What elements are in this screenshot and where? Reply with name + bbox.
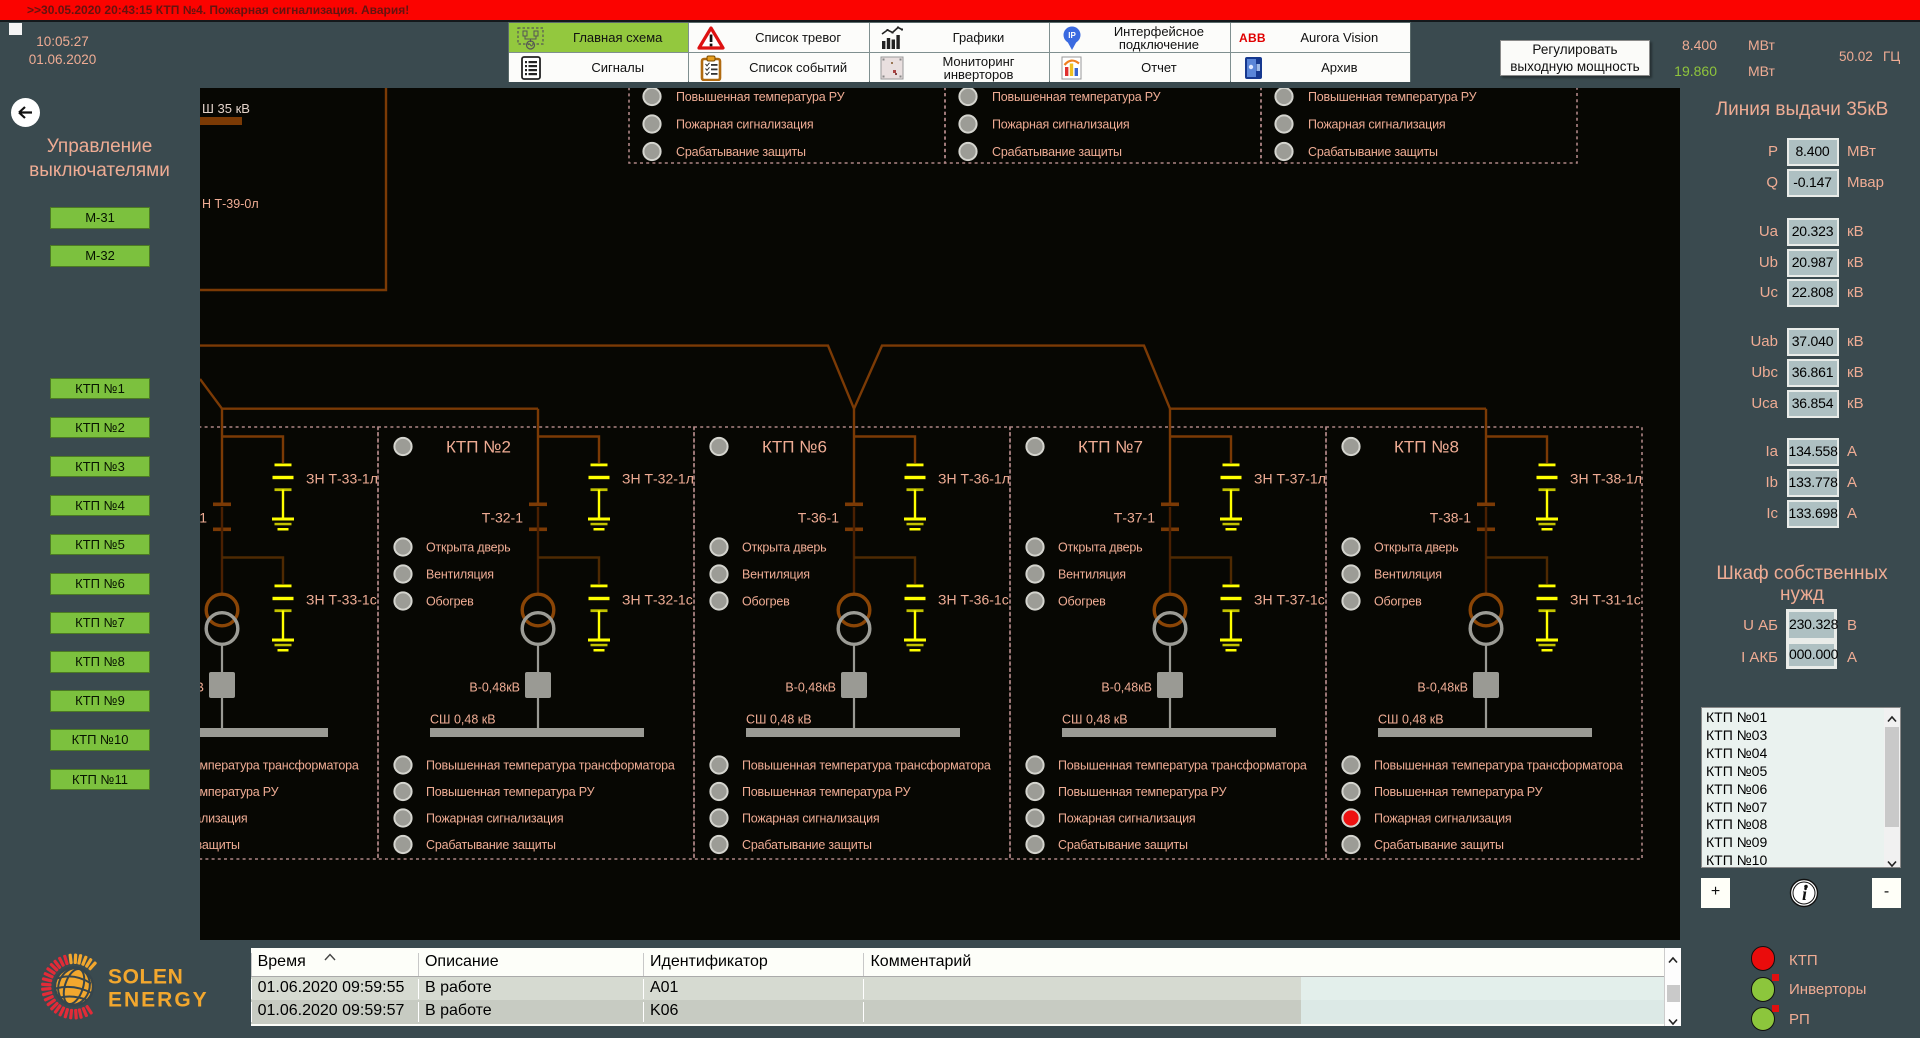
svg-text:ЗН Т-31-1с: ЗН Т-31-1с	[1570, 592, 1641, 608]
svg-text:Повышенная температура РУ: Повышенная температура РУ	[200, 785, 279, 799]
svg-text:Срабатывание защиты: Срабатывание защиты	[200, 838, 240, 852]
svg-text:Открыта дверь: Открыта дверь	[426, 541, 510, 555]
svg-text:Пожарная сигнализация: Пожарная сигнализация	[742, 812, 879, 826]
svg-text:СШ 0,48 кВ: СШ 0,48 кВ	[746, 713, 812, 727]
svg-text:Повышенная температура трансфо: Повышенная температура трансформатора	[1374, 759, 1623, 773]
svg-text:Вентиляция: Вентиляция	[1058, 568, 1126, 582]
svg-text:Обогрев: Обогрев	[742, 595, 790, 609]
svg-text:Вентиляция: Вентиляция	[1374, 568, 1442, 582]
svg-text:Повышенная температура РУ: Повышенная температура РУ	[992, 90, 1161, 104]
svg-text:ЗН Т-32-1л: ЗН Т-32-1л	[622, 471, 694, 487]
svg-text:В-0,48кВ: В-0,48кВ	[785, 681, 836, 695]
svg-text:ENERGY: ENERGY	[108, 989, 209, 1012]
svg-text:SOLEN: SOLEN	[108, 966, 183, 989]
svg-text:Ш 35 кВ: Ш 35 кВ	[202, 101, 250, 116]
svg-text:Обогрев: Обогрев	[1374, 595, 1422, 609]
svg-text:Срабатывание защиты: Срабатывание защиты	[676, 145, 806, 159]
svg-text:Срабатывание защиты: Срабатывание защиты	[1058, 838, 1188, 852]
svg-text:ЗН Т-36-1л: ЗН Т-36-1л	[938, 471, 1010, 487]
svg-text:В-0,48кВ: В-0,48кВ	[469, 681, 520, 695]
svg-text:В-0,48кВ: В-0,48кВ	[1417, 681, 1468, 695]
svg-text:i: i	[1802, 884, 1807, 904]
svg-text:ЗН Т-37-1с: ЗН Т-37-1с	[1254, 592, 1325, 608]
svg-text:КТП №6: КТП №6	[762, 438, 827, 457]
svg-text:СШ 0,48 кВ: СШ 0,48 кВ	[430, 713, 496, 727]
svg-text:Открыта дверь: Открыта дверь	[742, 541, 826, 555]
svg-text:Повышенная температура трансфо: Повышенная температура трансформатора	[200, 759, 359, 773]
svg-text:ЗН Т-32-1с: ЗН Т-32-1с	[622, 592, 693, 608]
svg-text:Пожарная сигнализация: Пожарная сигнализация	[426, 812, 563, 826]
svg-text:Обогрев: Обогрев	[1058, 595, 1106, 609]
svg-text:Повышенная температура трансфо: Повышенная температура трансформатора	[426, 759, 675, 773]
svg-text:Пожарная сигнализация: Пожарная сигнализация	[1374, 812, 1511, 826]
svg-text:Т-38-1: Т-38-1	[1430, 510, 1471, 526]
svg-text:КТП №8: КТП №8	[1394, 438, 1459, 457]
svg-text:Т-36-1: Т-36-1	[798, 510, 839, 526]
svg-text:Повышенная температура трансфо: Повышенная температура трансформатора	[742, 759, 991, 773]
svg-text:Т-33-1: Т-33-1	[200, 510, 207, 526]
svg-text:IP: IP	[1068, 31, 1076, 40]
svg-text:Повышенная температура РУ: Повышенная температура РУ	[742, 785, 911, 799]
svg-text:ЗН Т-38-1л: ЗН Т-38-1л	[1570, 471, 1642, 487]
svg-text:Т-37-1: Т-37-1	[1114, 510, 1155, 526]
svg-text:В-0,48кВ: В-0,48кВ	[1101, 681, 1152, 695]
svg-text:Пожарная сигнализация: Пожарная сигнализация	[676, 118, 813, 132]
svg-text:Срабатывание защиты: Срабатывание защиты	[742, 838, 872, 852]
svg-text:Пожарная сигнализация: Пожарная сигнализация	[1058, 812, 1195, 826]
svg-text:Пожарная сигнализация: Пожарная сигнализация	[992, 118, 1129, 132]
svg-text:Т-32-1: Т-32-1	[482, 510, 523, 526]
svg-text:В-0,48кВ: В-0,48кВ	[200, 681, 204, 695]
svg-text:Открыта дверь: Открыта дверь	[1058, 541, 1142, 555]
svg-text:КТП №7: КТП №7	[1078, 438, 1143, 457]
svg-text:СШ 0,48 кВ: СШ 0,48 кВ	[1062, 713, 1128, 727]
svg-text:Обогрев: Обогрев	[426, 595, 474, 609]
svg-text:Срабатывание защиты: Срабатывание защиты	[1374, 838, 1504, 852]
svg-text:ABB: ABB	[1239, 31, 1266, 45]
svg-text:КТП №2: КТП №2	[446, 438, 511, 457]
svg-text:Н Т-39-0л: Н Т-39-0л	[202, 197, 259, 211]
svg-text:Срабатывание защиты: Срабатывание защиты	[992, 145, 1122, 159]
svg-text:Пожарная сигнализация: Пожарная сигнализация	[1308, 118, 1445, 132]
svg-text:Повышенная температура РУ: Повышенная температура РУ	[426, 785, 595, 799]
svg-text:Вентиляция: Вентиляция	[742, 568, 810, 582]
svg-text:Пожарная сигнализация: Пожарная сигнализация	[200, 812, 247, 826]
svg-text:ЗН Т-36-1с: ЗН Т-36-1с	[938, 592, 1009, 608]
svg-text:Вентиляция: Вентиляция	[426, 568, 494, 582]
svg-text:СШ 0,48 кВ: СШ 0,48 кВ	[1378, 713, 1444, 727]
svg-text:ЗН Т-33-1с: ЗН Т-33-1с	[306, 592, 377, 608]
svg-text:Повышенная температура РУ: Повышенная температура РУ	[1308, 90, 1477, 104]
svg-text:Срабатывание защиты: Срабатывание защиты	[426, 838, 556, 852]
svg-text:Повышенная температура РУ: Повышенная температура РУ	[1058, 785, 1227, 799]
svg-text:Открыта дверь: Открыта дверь	[1374, 541, 1458, 555]
svg-text:ЗН Т-37-1л: ЗН Т-37-1л	[1254, 471, 1326, 487]
svg-text:ЗН Т-33-1л: ЗН Т-33-1л	[306, 471, 378, 487]
svg-text:Повышенная температура РУ: Повышенная температура РУ	[1374, 785, 1543, 799]
svg-text:Повышенная температура РУ: Повышенная температура РУ	[676, 90, 845, 104]
svg-text:Срабатывание защиты: Срабатывание защиты	[1308, 145, 1438, 159]
svg-text:Повышенная температура трансфо: Повышенная температура трансформатора	[1058, 759, 1307, 773]
